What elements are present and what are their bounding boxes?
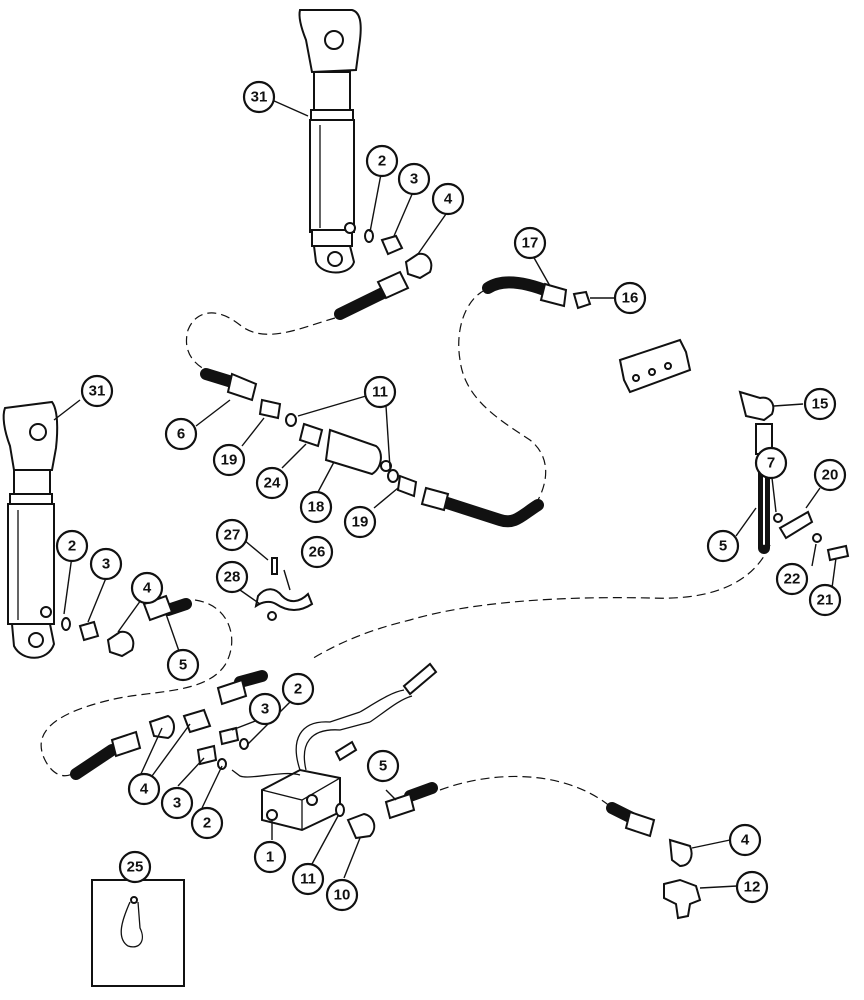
svg-text:5: 5 — [179, 657, 187, 674]
hydraulic-cylinder-left — [2, 400, 59, 659]
svg-text:5: 5 — [379, 758, 387, 775]
callout-16: 16 — [613, 281, 647, 315]
callout-1: 1 — [253, 840, 287, 874]
svg-text:15: 15 — [812, 396, 829, 413]
svg-text:4: 4 — [741, 832, 750, 849]
leader-lines — [53, 99, 837, 889]
callout-2-top: 2 — [365, 144, 399, 178]
callout-17: 17 — [513, 226, 547, 260]
svg-text:6: 6 — [177, 426, 185, 443]
svg-text:10: 10 — [334, 887, 351, 904]
svg-text:2: 2 — [68, 538, 76, 555]
callout-26: 26 — [300, 535, 334, 569]
svg-text:28: 28 — [224, 569, 241, 586]
callout-19-left: 19 — [212, 443, 246, 477]
callout-31-left: 31 — [80, 374, 114, 408]
callout-10: 10 — [325, 878, 359, 912]
callout-3-lower: 3 — [160, 786, 194, 820]
callout-2-left: 2 — [55, 529, 89, 563]
svg-text:22: 22 — [784, 571, 801, 588]
svg-text:19: 19 — [352, 514, 369, 531]
callout-5-right: 5 — [706, 529, 740, 563]
callout-21: 21 — [808, 583, 842, 617]
callout-5-mid: 5 — [366, 749, 400, 783]
valve-assembly — [231, 662, 438, 832]
svg-text:16: 16 — [622, 290, 639, 307]
svg-text:11: 11 — [372, 384, 388, 401]
svg-text:31: 31 — [89, 383, 106, 400]
svg-text:2: 2 — [203, 815, 211, 832]
routing-lines — [40, 289, 771, 809]
svg-text:3: 3 — [173, 795, 181, 812]
callout-27: 27 — [215, 518, 249, 552]
elbow-fitting-4-right — [668, 838, 693, 868]
callout-2-lower: 2 — [190, 806, 224, 840]
svg-text:4: 4 — [140, 781, 149, 798]
callout-12: 12 — [735, 870, 769, 904]
svg-text:26: 26 — [309, 544, 326, 561]
svg-text:7: 7 — [767, 455, 775, 472]
mid-fittings — [148, 708, 249, 770]
callout-4-right: 4 — [728, 823, 762, 857]
callout-20: 20 — [813, 458, 847, 492]
svg-text:2: 2 — [294, 681, 302, 698]
callout-3-left: 3 — [89, 547, 123, 581]
svg-text:17: 17 — [522, 235, 539, 252]
svg-text:20: 20 — [822, 467, 839, 484]
callout-25: 25 — [118, 850, 152, 884]
svg-text:3: 3 — [410, 171, 418, 188]
callout-7: 7 — [754, 446, 788, 480]
callout-28: 28 — [215, 560, 249, 594]
callout-5-left: 5 — [166, 648, 200, 682]
svg-text:31: 31 — [251, 89, 268, 106]
top-fittings — [364, 229, 433, 280]
left-fittings — [61, 617, 135, 658]
callout-19-right: 19 — [343, 505, 377, 539]
svg-text:4: 4 — [444, 191, 453, 208]
callout-6: 6 — [164, 417, 198, 451]
callout-11-bottom: 11 — [291, 862, 325, 896]
svg-text:25: 25 — [127, 859, 144, 876]
hoses — [70, 270, 773, 838]
callouts: 31 2 3 4 17 16 31 15 11 6 19 24 18 19 7 … — [55, 80, 847, 912]
callout-2-mid: 2 — [281, 672, 315, 706]
callout-3-mid: 3 — [248, 692, 282, 726]
callout-4-mid: 4 — [127, 772, 161, 806]
elbow-fitting-10 — [335, 803, 376, 840]
mounting-bracket — [618, 338, 692, 394]
callout-24: 24 — [255, 466, 289, 500]
callout-22: 22 — [775, 562, 809, 596]
svg-text:27: 27 — [224, 527, 241, 544]
svg-text:11: 11 — [300, 871, 316, 888]
svg-text:12: 12 — [744, 879, 761, 896]
svg-text:5: 5 — [719, 538, 727, 555]
callout-3-top: 3 — [397, 162, 431, 196]
svg-text:19: 19 — [221, 452, 238, 469]
callout-4-left: 4 — [130, 571, 164, 605]
clamp-center — [254, 557, 314, 621]
svg-text:1: 1 — [266, 849, 274, 866]
svg-text:2: 2 — [378, 153, 386, 170]
callout-4-top: 4 — [431, 182, 465, 216]
svg-text:21: 21 — [817, 592, 834, 609]
svg-text:4: 4 — [143, 580, 152, 597]
callout-18: 18 — [299, 490, 333, 524]
svg-text:18: 18 — [308, 499, 325, 516]
svg-text:24: 24 — [264, 475, 281, 492]
coupler-parts — [258, 398, 418, 498]
tee-fitting-12 — [663, 878, 702, 920]
hydraulic-cylinder-top — [298, 9, 362, 274]
callout-15: 15 — [803, 387, 837, 421]
clamp-parts — [773, 510, 850, 562]
part-25-box — [91, 879, 185, 987]
svg-text:3: 3 — [261, 701, 269, 718]
svg-text:3: 3 — [102, 556, 110, 573]
elbow-fitting-15 — [738, 390, 775, 422]
callout-31-top: 31 — [242, 80, 276, 114]
callout-11-top: 11 — [363, 375, 397, 409]
